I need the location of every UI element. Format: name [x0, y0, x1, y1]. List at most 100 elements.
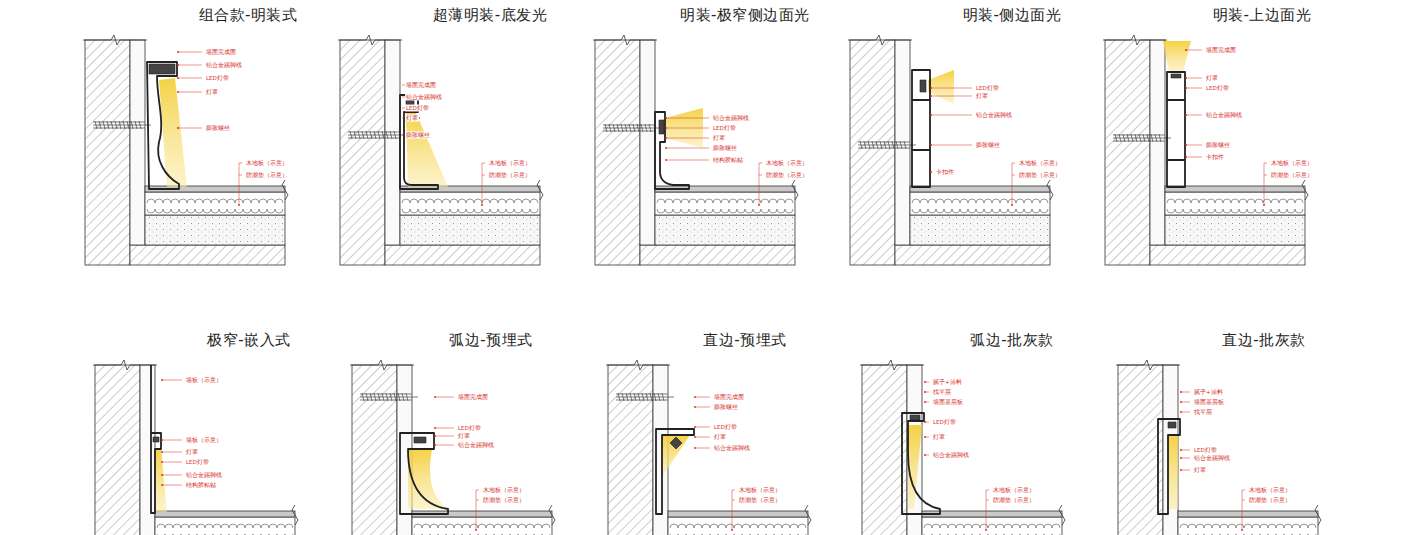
moisture-wave: [1180, 524, 1316, 535]
leader-dot: [924, 401, 926, 403]
leader-line: [1264, 163, 1265, 205]
leader-dot: [930, 114, 932, 116]
leader-dot: [665, 147, 667, 149]
screed-layer: [655, 215, 795, 245]
leader-line: [695, 407, 710, 408]
expansion-screw: [93, 121, 151, 129]
leader-line: [931, 88, 972, 89]
leader-line: [476, 500, 479, 501]
moisture-wave: [1167, 199, 1303, 213]
break-line: [93, 360, 157, 370]
callout-label: 卡扣件: [1205, 154, 1225, 161]
leader-line: [178, 128, 202, 129]
aluminium-profile: [1167, 72, 1185, 187]
callout-label: 墙面基层板: [932, 399, 964, 406]
callout-label: 灯罩: [1193, 467, 1207, 474]
leader-dot: [1185, 144, 1187, 146]
leader-dot: [930, 95, 932, 97]
callout-label: LED灯带: [457, 425, 482, 432]
leader-line: [925, 455, 929, 456]
break-line: [1047, 180, 1053, 200]
leader-dot: [161, 461, 163, 463]
light-beam: [1163, 41, 1191, 72]
expansion-screw: [603, 124, 661, 132]
leader-dot: [161, 484, 163, 486]
leader-dot: [1263, 204, 1265, 206]
wall-hatch: [340, 40, 385, 265]
callout-label: 防潮垫（示意）: [245, 172, 289, 179]
wall-finish: [385, 40, 400, 245]
leader-line: [695, 448, 710, 449]
panel-title: 弧边-批灰款: [970, 331, 1053, 350]
break-line: [292, 505, 298, 525]
callout-label: 结构胶粘贴: [185, 482, 217, 489]
leader-dot: [731, 529, 733, 531]
leader-dot: [985, 529, 987, 531]
callout-label: 腻子+涂料: [1193, 389, 1224, 396]
callout-label: 防潮垫（示意）: [1018, 172, 1062, 179]
slab-hatch: [385, 245, 540, 265]
moisture-layer: [1165, 192, 1305, 215]
leader-dot: [924, 381, 926, 383]
section-detail: [593, 35, 798, 265]
callout-label: 灯罩: [975, 93, 989, 100]
aluminium-profile: [1158, 419, 1180, 514]
leader-dot: [177, 51, 179, 53]
moisture-wave: [402, 199, 538, 213]
leader-line: [666, 128, 709, 129]
callout-label: 铝合金踢脚线: [1193, 455, 1231, 462]
aluminium-profile: [151, 365, 161, 513]
wall-hatch: [1105, 40, 1150, 265]
break-line: [350, 360, 414, 370]
moisture-layer: [155, 517, 295, 535]
leader-dot: [1185, 156, 1187, 158]
leader-dot: [177, 77, 179, 79]
leader-line: [1186, 157, 1202, 158]
leader-line: [178, 92, 202, 93]
callout-label: LED灯带: [713, 424, 738, 431]
wall-hatch: [595, 40, 640, 265]
break-line: [593, 35, 657, 45]
leader-line: [162, 380, 182, 381]
callout-label: 铝合金踢脚线: [185, 472, 223, 479]
callout-label: 木地板（示意）: [992, 487, 1036, 494]
leader-dot: [161, 379, 163, 381]
break-line: [537, 180, 543, 200]
wood-floor: [922, 511, 1062, 517]
moisture-layer: [910, 192, 1050, 215]
callout-label: 防潮垫（示意）: [738, 497, 782, 504]
callout-label: 膨胀螺丝: [713, 404, 739, 411]
section-detail: [860, 360, 1065, 535]
leader-dot: [161, 474, 163, 476]
leader-line: [1242, 490, 1243, 530]
expansion-screw: [348, 131, 406, 139]
light-beam: [662, 435, 690, 477]
leader-line: [695, 397, 710, 398]
leader-line: [162, 475, 182, 476]
leader-line: [1186, 145, 1202, 146]
leader-dot: [161, 439, 163, 441]
leader-line: [1186, 78, 1202, 79]
leader-line: [435, 436, 454, 437]
callout-label: LED灯带: [975, 85, 1000, 92]
break-line: [549, 505, 555, 525]
wood-floor: [1178, 511, 1318, 517]
led-strip: [153, 437, 159, 442]
leader-line: [162, 485, 182, 486]
callout-label: 灯罩: [205, 89, 219, 96]
leader-line: [1181, 412, 1190, 413]
wall-hatch: [352, 365, 397, 535]
wood-floor: [155, 511, 295, 517]
leader-dot: [694, 426, 696, 428]
callout-label: 腻子+涂料: [932, 379, 963, 386]
callout-label: 木地板（示意）: [488, 160, 532, 167]
wall-finish: [130, 40, 145, 245]
leader-line: [178, 52, 202, 53]
leader-dot: [1241, 529, 1243, 531]
section-detail: [93, 360, 298, 535]
slab-hatch: [640, 245, 795, 265]
leader-line: [1181, 402, 1190, 403]
moisture-wave: [912, 199, 1048, 213]
callout-label: 膨胀螺丝: [405, 132, 431, 139]
leader-line: [1012, 175, 1015, 176]
